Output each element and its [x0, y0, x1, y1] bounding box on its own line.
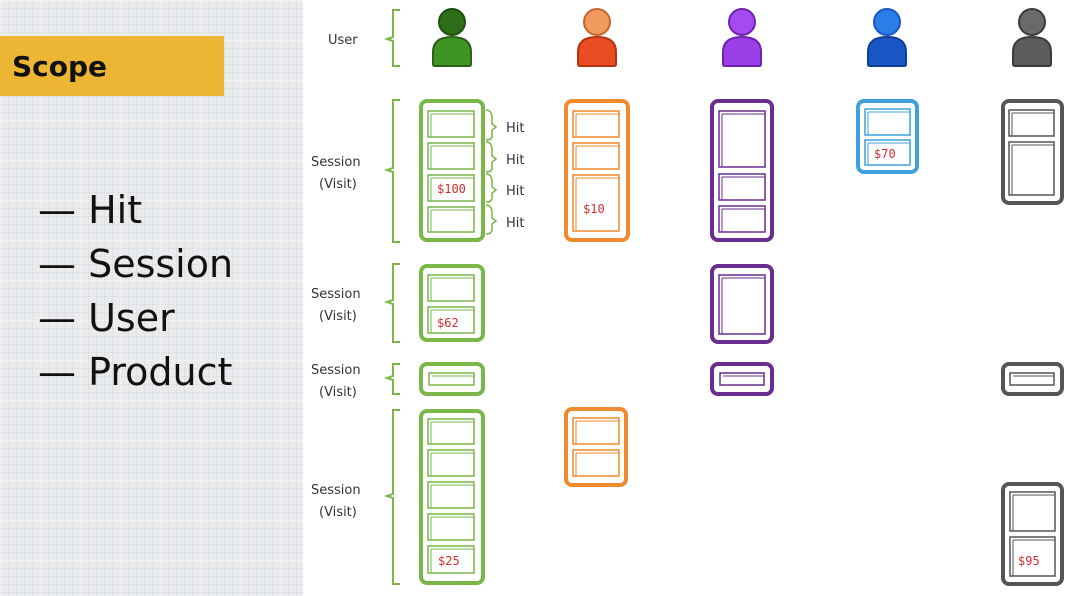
hit-label-3: Hit: [506, 184, 524, 199]
row-label-session-1: Session: [311, 155, 361, 170]
scope-banner: [0, 36, 224, 96]
row-label-session-2: Session: [311, 287, 361, 302]
user-icon-blue: [867, 8, 907, 67]
session-bracket-4: [383, 409, 400, 585]
session-bracket-3: [383, 363, 400, 395]
session-green-4: $25: [419, 409, 485, 585]
price-gray-s4: $95: [1018, 554, 1040, 568]
session-orange-4: [564, 407, 628, 487]
price-green-s1: $100: [437, 182, 466, 196]
user-icon-gray: [1012, 8, 1052, 67]
session-purple-1: [710, 99, 774, 242]
scope-item-product: — Product: [38, 350, 233, 394]
row-label-visit-1: (Visit): [319, 177, 357, 192]
row-label-session-4: Session: [311, 483, 361, 498]
scope-item-session: — Session: [38, 242, 234, 286]
scope-item-user: — User: [38, 296, 175, 340]
price-green-s2: $62: [437, 316, 459, 330]
hit-labels: Hit Hit Hit Hit: [485, 109, 524, 235]
row-label-session-3: Session: [311, 363, 361, 378]
row-label-visit-3: (Visit): [319, 385, 357, 400]
session-green-1: $100: [419, 99, 485, 242]
user-icon-orange: [577, 8, 617, 67]
price-orange-s1: $10: [583, 202, 605, 216]
row-label-visit-4: (Visit): [319, 505, 357, 520]
user-bracket: [383, 9, 400, 67]
session-purple-2: [710, 264, 774, 344]
session-green-3: [419, 362, 485, 396]
session-bracket-1: [383, 99, 400, 243]
scope-panel: Scope — Hit — Session — User — Product: [0, 0, 303, 596]
price-green-s4: $25: [438, 554, 460, 568]
row-label-visit-2: (Visit): [319, 309, 357, 324]
hit-label-2: Hit: [506, 153, 524, 168]
session-purple-3: [710, 362, 774, 396]
session-gray-1: [1001, 99, 1064, 205]
session-orange-1: $10: [564, 99, 630, 242]
user-icon-purple: [722, 8, 762, 67]
hit-label-4: Hit: [506, 216, 524, 231]
session-bracket-2: [383, 263, 400, 343]
scope-title: Scope: [12, 50, 108, 83]
session-gray-4: $95: [1001, 482, 1064, 586]
row-label-user: User: [328, 33, 358, 48]
session-blue-1: $70: [856, 99, 919, 174]
user-icon-green: [432, 8, 472, 67]
scope-item-hit: — Hit: [38, 188, 143, 232]
session-green-2: $62: [419, 264, 485, 342]
price-blue-s1: $70: [874, 147, 896, 161]
hit-label-1: Hit: [506, 121, 524, 136]
session-gray-3: [1001, 362, 1064, 396]
